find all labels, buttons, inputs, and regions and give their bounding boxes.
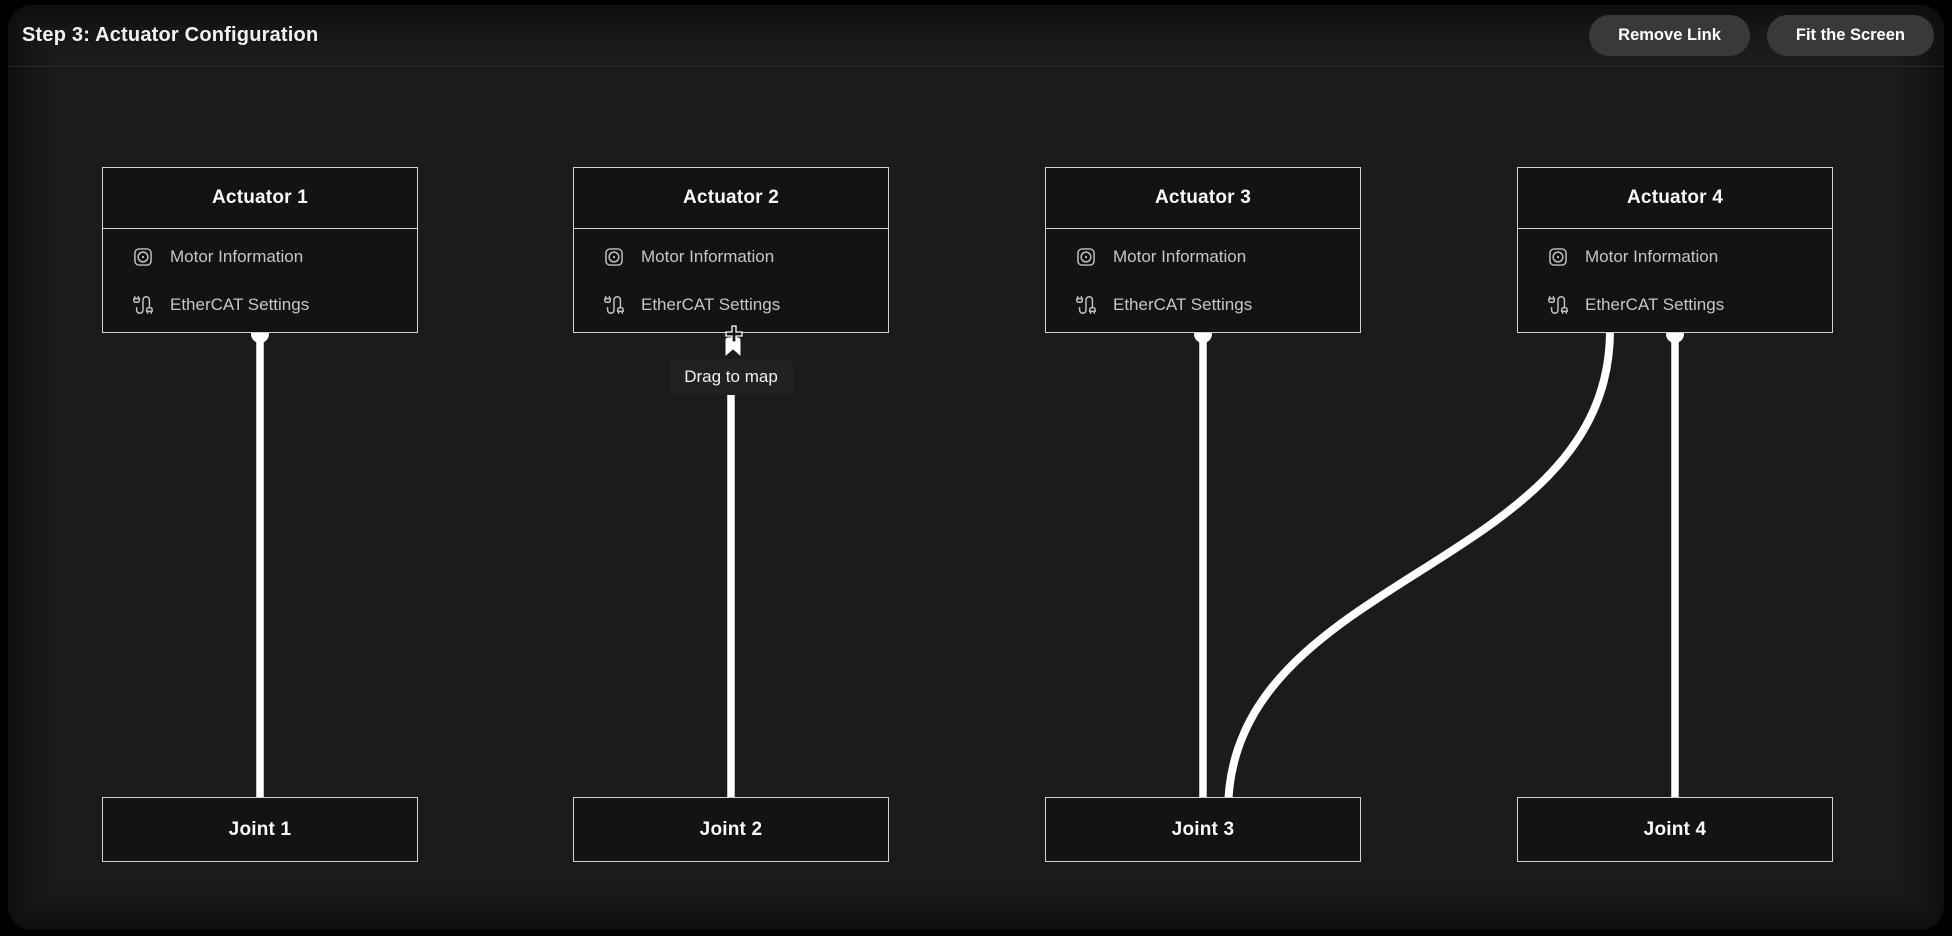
actuator-card-body: Motor Information EtherCAT Settings: [574, 229, 888, 329]
wire-actuator4-joint3-curved[interactable]: [1224, 329, 1614, 813]
actuator-card-body: Motor Information EtherCAT Settings: [1046, 229, 1360, 329]
item-label: Motor Information: [170, 246, 304, 266]
item-label: EtherCAT Settings: [170, 294, 310, 314]
actuator-card-body: Motor Information EtherCAT Settings: [1518, 229, 1832, 329]
remove-link-button[interactable]: Remove Link: [1589, 15, 1750, 56]
actuator-card-body: Motor Information EtherCAT Settings: [103, 229, 417, 329]
joint-box-4[interactable]: Joint 4: [1517, 797, 1833, 862]
item-label: EtherCAT Settings: [1113, 294, 1253, 314]
motor-icon: [1077, 247, 1095, 266]
cable-icon: [133, 295, 153, 314]
item-label: Motor Information: [641, 246, 775, 266]
joint-box-3[interactable]: Joint 3: [1045, 797, 1361, 862]
item-label: EtherCAT Settings: [641, 294, 781, 314]
drag-cursor-icon: [724, 325, 743, 359]
fit-screen-button[interactable]: Fit the Screen: [1766, 15, 1934, 56]
actuator-card-1[interactable]: Actuator 1 Motor Information EtherCAT Se…: [102, 167, 418, 333]
motor-icon: [1549, 247, 1567, 266]
item-label: Motor Information: [1113, 246, 1247, 266]
page-title: Step 3: Actuator Configuration: [22, 24, 319, 46]
motor-information-item[interactable]: Motor Information: [574, 233, 888, 281]
motor-information-item[interactable]: Motor Information: [1046, 233, 1360, 281]
cable-icon: [1076, 295, 1096, 314]
actuator-card-title: Actuator 4: [1518, 168, 1832, 229]
joint-box-1[interactable]: Joint 1: [102, 797, 418, 862]
ethercat-settings-item[interactable]: EtherCAT Settings: [574, 281, 888, 329]
motor-icon: [134, 247, 152, 266]
drag-to-map-tooltip: Drag to map: [669, 359, 793, 395]
motor-information-item[interactable]: Motor Information: [1518, 233, 1832, 281]
motor-icon: [605, 247, 623, 266]
joint-box-2[interactable]: Joint 2: [573, 797, 889, 862]
actuator-card-3[interactable]: Actuator 3 Motor Information EtherCAT Se…: [1045, 167, 1361, 333]
actuator-card-title: Actuator 2: [574, 168, 888, 229]
actuator-card-title: Actuator 3: [1046, 168, 1360, 229]
ethercat-settings-item[interactable]: EtherCAT Settings: [103, 281, 417, 329]
item-label: Motor Information: [1585, 246, 1719, 266]
ethercat-settings-item[interactable]: EtherCAT Settings: [1046, 281, 1360, 329]
cable-icon: [604, 295, 624, 314]
actuator-card-2[interactable]: Actuator 2 Motor Information EtherCAT Se…: [573, 167, 889, 333]
header-bar: Step 3: Actuator Configuration Remove Li…: [8, 5, 1944, 67]
motor-information-item[interactable]: Motor Information: [103, 233, 417, 281]
canvas-panel: [8, 5, 1944, 930]
item-label: EtherCAT Settings: [1585, 294, 1725, 314]
actuator-card-title: Actuator 1: [103, 168, 417, 229]
cable-icon: [1548, 295, 1568, 314]
actuator-card-4[interactable]: Actuator 4 Motor Information EtherCAT Se…: [1517, 167, 1833, 333]
ethercat-settings-item[interactable]: EtherCAT Settings: [1518, 281, 1832, 329]
